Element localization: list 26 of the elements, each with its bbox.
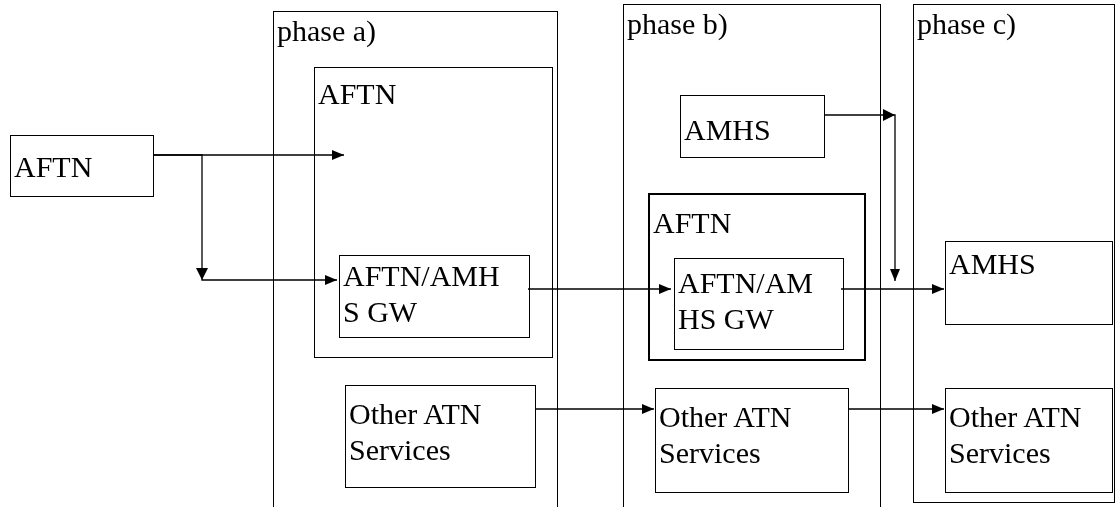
box-label: AMHS <box>684 112 771 148</box>
system-box <box>314 67 553 358</box>
system-box <box>339 255 530 338</box>
box-label: Other ATN Services <box>949 399 1083 471</box>
box-label: AMHS <box>949 246 1036 282</box>
box-label: phase c) <box>917 6 1017 42</box>
box-label: Other ATN Services <box>659 399 793 471</box>
box-label: Other ATN Services <box>349 396 483 468</box>
phase-frame <box>623 4 881 507</box>
phase-frame <box>273 11 558 507</box>
system-box <box>345 385 536 488</box>
box-label: AFTN <box>653 205 732 241</box>
box-label: phase a) <box>277 13 377 49</box>
system-box <box>655 388 849 493</box>
box-label: AFTN/AMHS GW <box>678 265 814 337</box>
system-box <box>648 193 866 361</box>
system-box <box>674 258 844 350</box>
system-box <box>10 135 154 197</box>
box-label: phase b) <box>627 6 728 42</box>
box-label: AFTN/AMHS GW <box>343 258 501 330</box>
system-box <box>680 95 825 158</box>
box-label: AFTN <box>14 149 93 185</box>
system-box <box>913 4 1115 503</box>
system-box <box>945 388 1113 493</box>
system-box <box>945 241 1113 325</box>
box-label: AFTN <box>318 76 397 112</box>
